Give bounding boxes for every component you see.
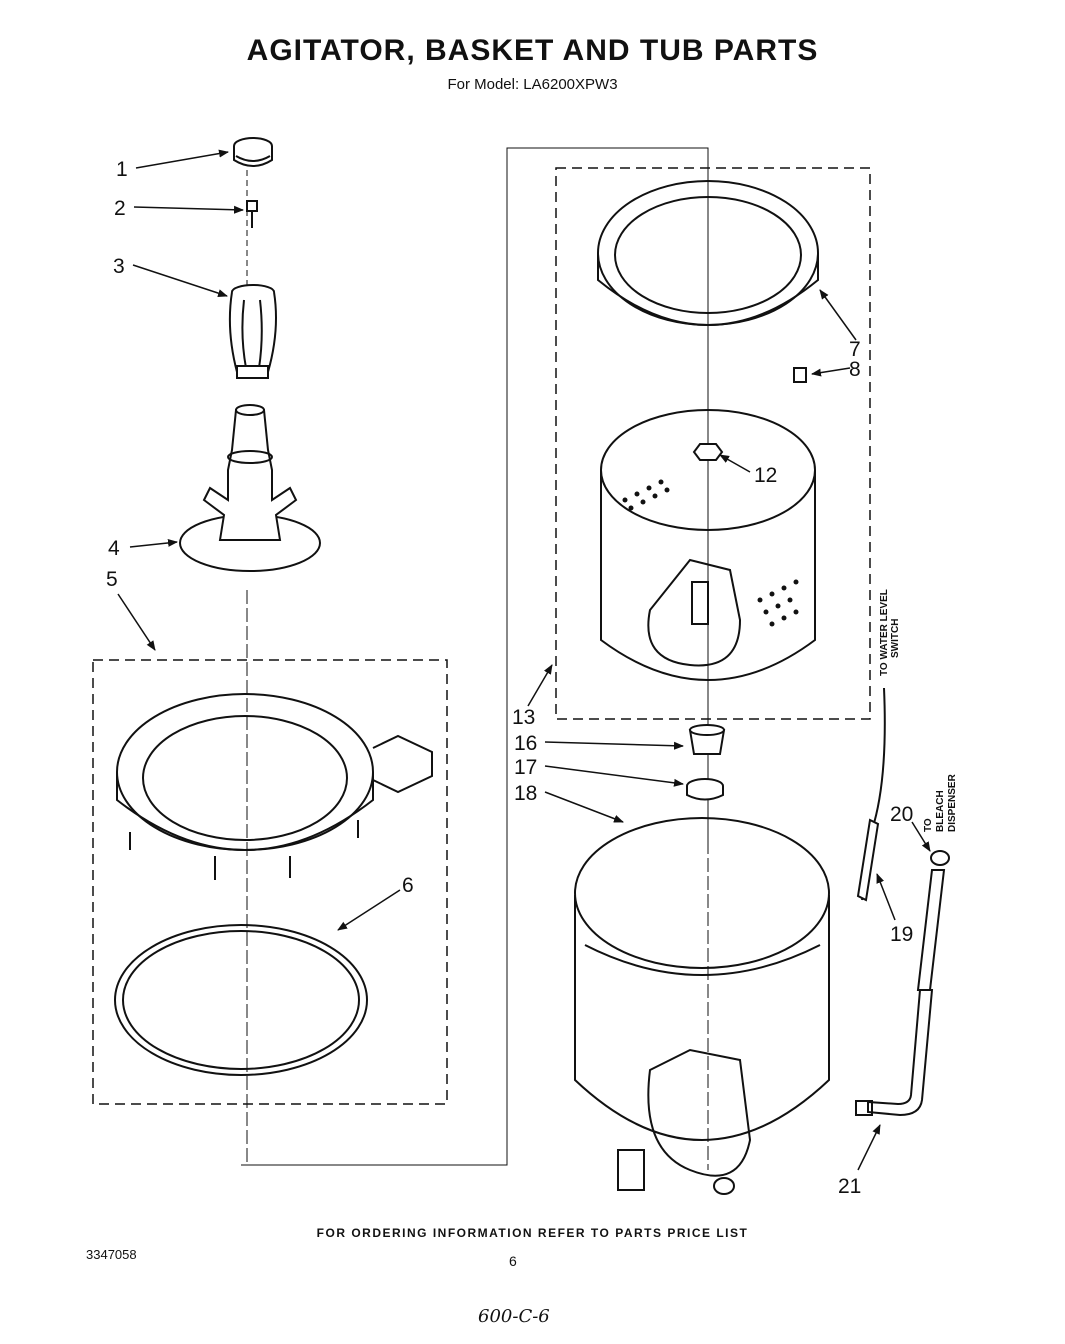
spin-basket-part [600, 409, 816, 681]
bleach-label-line3: DISPENSER [947, 773, 958, 832]
bolt-part [246, 200, 258, 228]
bleach-hose-clamp-20 [930, 850, 950, 866]
hose-connector [855, 1100, 873, 1116]
callout-8: 8 [849, 358, 861, 381]
callout-20: 20 [890, 803, 913, 826]
basket-perforations [622, 479, 799, 627]
callout-6: 6 [402, 874, 414, 897]
callout-4: 4 [108, 537, 120, 560]
callout-19: 19 [890, 923, 913, 946]
callout-2: 2 [114, 197, 126, 220]
callout-7: 7 [849, 338, 861, 361]
water-level-label-line1: TO WATER LEVEL [879, 589, 890, 676]
water-level-label-line2: SWITCH [890, 619, 901, 658]
bleach-label-line2: BLEACH [935, 790, 946, 832]
page-title: AGITATOR, BASKET AND TUB PARTS [246, 34, 819, 67]
drain-hose-21 [867, 989, 934, 1117]
hoses [855, 687, 950, 1117]
agitator-part [179, 404, 321, 572]
model-subtitle: For Model: LA6200XPW3 [447, 76, 618, 93]
bleach-label-line1: TO [923, 818, 934, 832]
leader-lines [117, 149, 931, 1171]
bleach-hose-upper [916, 869, 946, 991]
callout-1: 1 [116, 158, 128, 181]
tub-ring-seal-part [114, 924, 368, 1076]
callout-13: 13 [512, 706, 535, 729]
agitator-cam-part [228, 284, 277, 379]
tub-ring-part [116, 693, 433, 880]
callout-17: 17 [514, 756, 537, 779]
page-number: 6 [509, 1253, 517, 1269]
seal-part [686, 778, 724, 801]
clip-part [793, 367, 807, 383]
outer-tub-part [574, 817, 830, 1195]
callout-3: 3 [113, 255, 125, 278]
callout-18: 18 [514, 782, 537, 805]
ordering-note: FOR ORDERING INFORMATION REFER TO PARTS … [316, 1226, 749, 1240]
balance-ring-part [597, 180, 819, 326]
pressure-tube-19 [856, 818, 880, 902]
callout-5: 5 [106, 568, 118, 591]
alignment-lines [241, 147, 709, 1170]
handwritten-code: 600-C-6 [478, 1306, 550, 1327]
callout-16: 16 [514, 732, 537, 755]
document-number: 3347058 [86, 1247, 137, 1262]
drive-block-part [688, 724, 726, 755]
agitator-cap-part [233, 137, 273, 167]
callout-12: 12 [754, 464, 777, 487]
callout-21: 21 [838, 1175, 861, 1198]
spanner-nut-part [692, 443, 724, 461]
tub-ring-group-box [92, 659, 448, 1105]
